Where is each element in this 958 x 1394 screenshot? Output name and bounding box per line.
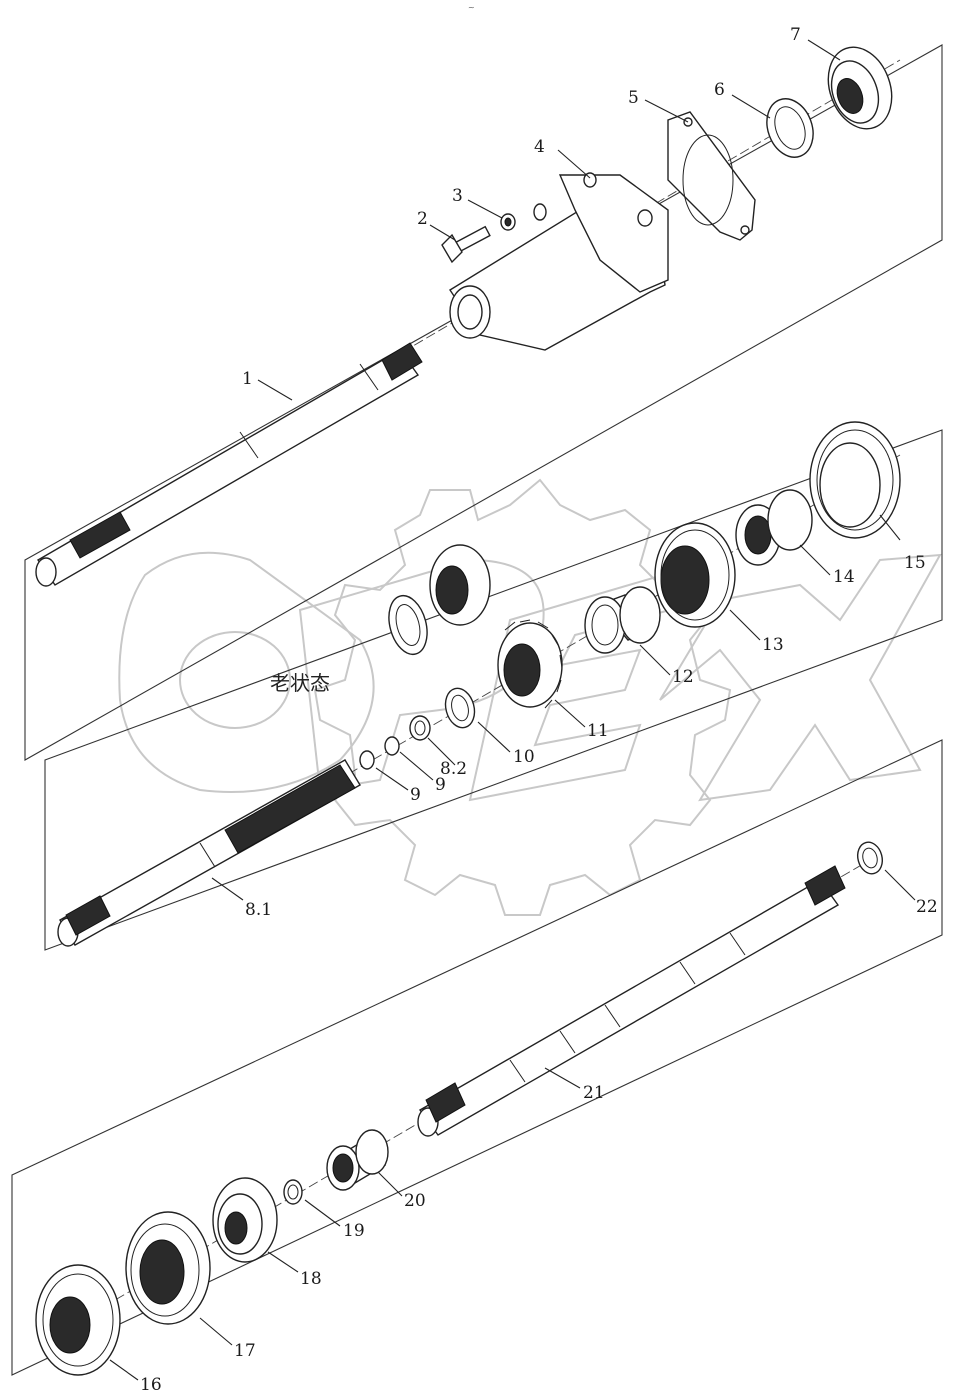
part-18-bearing bbox=[212, 1177, 278, 1263]
callout-22: 22 bbox=[916, 897, 938, 917]
part-17-synchro-ring bbox=[125, 1211, 211, 1325]
callout-8-1: 8.1 bbox=[245, 900, 272, 920]
part-10-washer bbox=[444, 687, 476, 729]
part-13-gear bbox=[654, 522, 736, 628]
callout-labels: 7 6 5 4 3 2 1 15 14 13 12 11 10 8.2 9 9 … bbox=[140, 25, 938, 1394]
callout-14: 14 bbox=[833, 567, 855, 587]
callout-20: 20 bbox=[404, 1191, 426, 1211]
part-6-seal-ring bbox=[766, 98, 814, 158]
callout-4: 4 bbox=[534, 137, 545, 157]
part-5-gasket bbox=[667, 111, 756, 241]
callout-10: 10 bbox=[513, 747, 535, 767]
part-9-ring-a bbox=[359, 750, 375, 770]
watermark-caption: 老状态 bbox=[270, 671, 330, 695]
callout-11: 11 bbox=[587, 721, 609, 741]
callout-13: 13 bbox=[762, 635, 784, 655]
part-16-gear bbox=[35, 1264, 121, 1376]
part-12-sleeve bbox=[584, 586, 661, 654]
part-8-2-bush bbox=[409, 715, 431, 741]
callout-9-a: 9 bbox=[435, 775, 446, 795]
part-20-bush bbox=[326, 1129, 389, 1191]
part-9-ring-b bbox=[384, 736, 400, 756]
callout-12: 12 bbox=[672, 667, 694, 687]
callout-2: 2 bbox=[417, 209, 428, 229]
callout-8-2: 8.2 bbox=[440, 759, 467, 779]
part-22-circlip bbox=[856, 841, 884, 875]
callout-6: 6 bbox=[714, 80, 725, 100]
callout-18: 18 bbox=[300, 1269, 322, 1289]
part-7-bearing bbox=[827, 46, 893, 130]
part-15-gear bbox=[809, 421, 901, 539]
part-2-bolt bbox=[441, 225, 491, 264]
callout-15: 15 bbox=[904, 553, 926, 573]
part-3-washer bbox=[500, 213, 516, 231]
callout-19: 19 bbox=[343, 1221, 365, 1241]
part-21-output-shaft bbox=[417, 865, 846, 1137]
callout-9-b: 9 bbox=[410, 785, 421, 805]
callout-17: 17 bbox=[234, 1341, 256, 1361]
leader-lines bbox=[109, 39, 916, 1381]
part-19-circlip bbox=[283, 1179, 303, 1205]
callout-7: 7 bbox=[790, 25, 801, 45]
part-4-housing bbox=[449, 172, 669, 351]
callout-5: 5 bbox=[628, 88, 639, 108]
callout-16: 16 bbox=[140, 1375, 162, 1394]
part-14-needle-bearing bbox=[735, 489, 813, 566]
group-frames bbox=[11, 44, 943, 1376]
callout-1: 1 bbox=[242, 369, 253, 389]
part-11-gear bbox=[497, 619, 563, 709]
part-1-input-shaft bbox=[35, 342, 423, 587]
callout-3: 3 bbox=[452, 186, 463, 206]
part-8-1-main-shaft bbox=[57, 759, 361, 947]
part-gear-small bbox=[429, 544, 491, 626]
callout-21: 21 bbox=[583, 1083, 605, 1103]
top-mark: ~ bbox=[468, 3, 475, 12]
part-spacer-ring bbox=[388, 594, 428, 656]
